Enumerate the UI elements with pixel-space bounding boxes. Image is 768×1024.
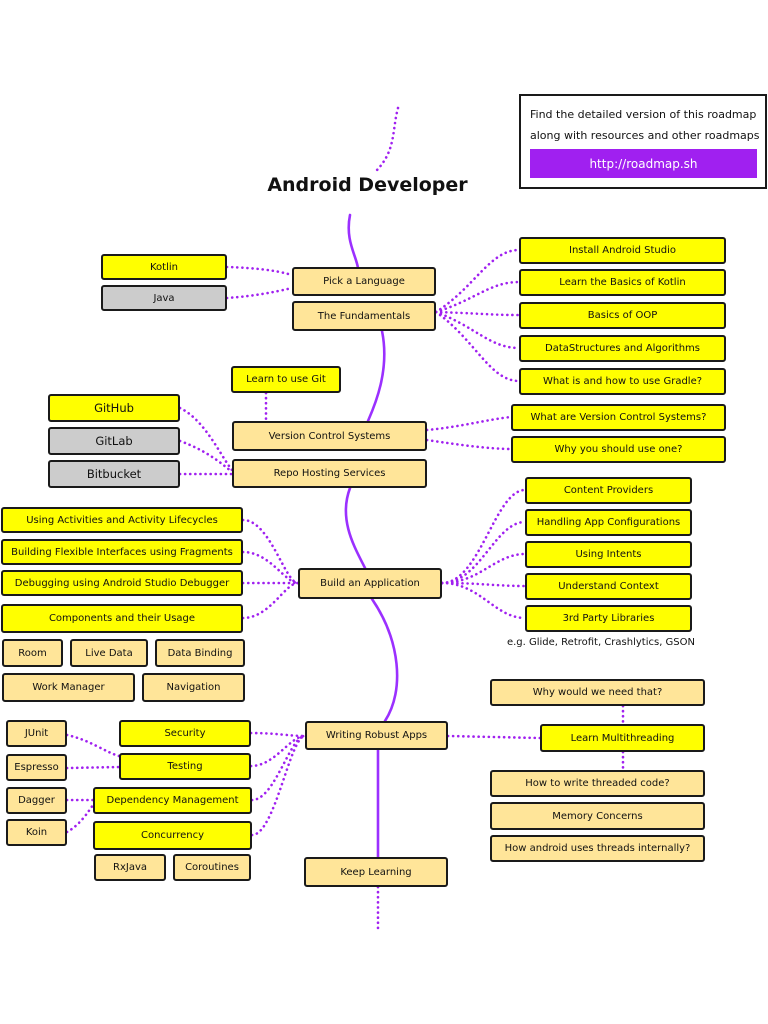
link-dsa xyxy=(434,310,521,350)
node-koin[interactable]: Koin xyxy=(6,819,67,846)
node-learn-multithreading[interactable]: Learn Multithreading xyxy=(540,724,705,752)
dotted-entry xyxy=(375,106,400,172)
page-title: Android Developer xyxy=(267,174,468,196)
spine-fundamentals-to-vcs xyxy=(366,329,386,423)
node-basics-of-oop[interactable]: Basics of OOP xyxy=(519,302,726,329)
node-live-data[interactable]: Live Data xyxy=(70,639,148,667)
link-what-are-vcs xyxy=(425,415,513,432)
node-repo-hosting-services[interactable]: Repo Hosting Services xyxy=(232,459,427,488)
node-espresso[interactable]: Espresso xyxy=(6,754,67,781)
node-navigation[interactable]: Navigation xyxy=(142,673,245,702)
node-build-an-application[interactable]: Build an Application xyxy=(298,568,442,599)
node-version-control-systems[interactable]: Version Control Systems xyxy=(232,421,427,451)
info-text: Find the detailed version of this roadma… xyxy=(530,104,760,146)
node-learn-git[interactable]: Learn to use Git xyxy=(231,366,341,393)
link-intents xyxy=(440,552,527,585)
node-java[interactable]: Java xyxy=(101,285,227,311)
link-fragments xyxy=(241,550,300,585)
link-app-config xyxy=(440,520,527,585)
node-content-providers[interactable]: Content Providers xyxy=(525,477,692,504)
link-dependency xyxy=(250,734,307,802)
info-line-1: Find the detailed version of this roadma… xyxy=(530,108,757,121)
link-gradle xyxy=(434,310,521,383)
node-room[interactable]: Room xyxy=(2,639,63,667)
node-third-party-libraries[interactable]: 3rd Party Libraries xyxy=(525,605,692,632)
node-the-fundamentals[interactable]: The Fundamentals xyxy=(292,301,436,331)
node-gitlab[interactable]: GitLab xyxy=(48,427,180,455)
node-activities-lifecycles[interactable]: Using Activities and Activity Lifecycles xyxy=(1,507,243,533)
link-github xyxy=(178,406,234,472)
node-kotlin[interactable]: Kotlin xyxy=(101,254,227,280)
node-github[interactable]: GitHub xyxy=(48,394,180,422)
node-concurrency[interactable]: Concurrency xyxy=(93,821,252,850)
node-writing-robust-apps[interactable]: Writing Robust Apps xyxy=(305,721,448,750)
node-fragments[interactable]: Building Flexible Interfaces using Fragm… xyxy=(1,539,243,565)
link-java xyxy=(225,286,294,300)
node-debugging[interactable]: Debugging using Android Studio Debugger xyxy=(1,570,243,596)
link-concurrency xyxy=(250,734,307,837)
node-threads-internally[interactable]: How android uses threads internally? xyxy=(490,835,705,862)
link-multithreading xyxy=(446,734,542,740)
link-koin xyxy=(65,803,95,834)
node-dagger[interactable]: Dagger xyxy=(6,787,67,814)
link-espresso xyxy=(65,765,121,770)
link-content-providers xyxy=(440,488,527,585)
link-kotlin xyxy=(225,265,294,277)
node-app-configurations[interactable]: Handling App Configurations xyxy=(525,509,692,536)
spine-build-to-robust xyxy=(370,597,399,723)
node-components-usage[interactable]: Components and their Usage xyxy=(1,604,243,633)
node-why-need-that[interactable]: Why would we need that? xyxy=(490,679,705,706)
link-why-vcs xyxy=(425,438,513,451)
node-testing[interactable]: Testing xyxy=(119,753,251,780)
info-line-2: along with resources and other roadmaps xyxy=(530,129,760,142)
node-using-intents[interactable]: Using Intents xyxy=(525,541,692,568)
link-gitlab xyxy=(178,439,234,474)
link-components xyxy=(241,581,300,620)
link-context xyxy=(440,581,527,588)
node-gradle[interactable]: What is and how to use Gradle? xyxy=(519,368,726,395)
spine-repo-to-build xyxy=(344,486,367,570)
node-what-are-vcs[interactable]: What are Version Control Systems? xyxy=(511,404,726,431)
node-bitbucket[interactable]: Bitbucket xyxy=(48,460,180,488)
node-data-structures[interactable]: DataStructures and Algorithms xyxy=(519,335,726,362)
link-junit xyxy=(65,733,121,758)
roadmap-link-button[interactable]: http://roadmap.sh xyxy=(530,149,757,178)
link-install-studio xyxy=(434,248,521,314)
node-install-android-studio[interactable]: Install Android Studio xyxy=(519,237,726,264)
spine-title-to-language xyxy=(347,213,360,270)
link-activities xyxy=(241,518,300,585)
libraries-note: e.g. Glide, Retrofit, Crashlytics, GSON xyxy=(506,637,696,648)
link-security xyxy=(249,731,307,738)
link-oop xyxy=(434,310,521,317)
link-testing xyxy=(249,734,307,768)
node-why-use-vcs[interactable]: Why you should use one? xyxy=(511,436,726,463)
node-threaded-code[interactable]: How to write threaded code? xyxy=(490,770,705,797)
node-data-binding[interactable]: Data Binding xyxy=(155,639,245,667)
info-box: Find the detailed version of this roadma… xyxy=(519,94,767,189)
node-learn-kotlin-basics[interactable]: Learn the Basics of Kotlin xyxy=(519,269,726,296)
link-kotlin-basics xyxy=(434,280,521,314)
node-dependency-management[interactable]: Dependency Management xyxy=(93,787,252,814)
node-memory-concerns[interactable]: Memory Concerns xyxy=(490,802,705,830)
node-understand-context[interactable]: Understand Context xyxy=(525,573,692,600)
link-libraries xyxy=(440,581,527,620)
node-work-manager[interactable]: Work Manager xyxy=(2,673,135,702)
node-coroutines[interactable]: Coroutines xyxy=(173,854,251,881)
node-security[interactable]: Security xyxy=(119,720,251,747)
node-junit[interactable]: JUnit xyxy=(6,720,67,747)
node-pick-a-language[interactable]: Pick a Language xyxy=(292,267,436,296)
node-keep-learning[interactable]: Keep Learning xyxy=(304,857,448,887)
node-rxjava[interactable]: RxJava xyxy=(94,854,166,881)
